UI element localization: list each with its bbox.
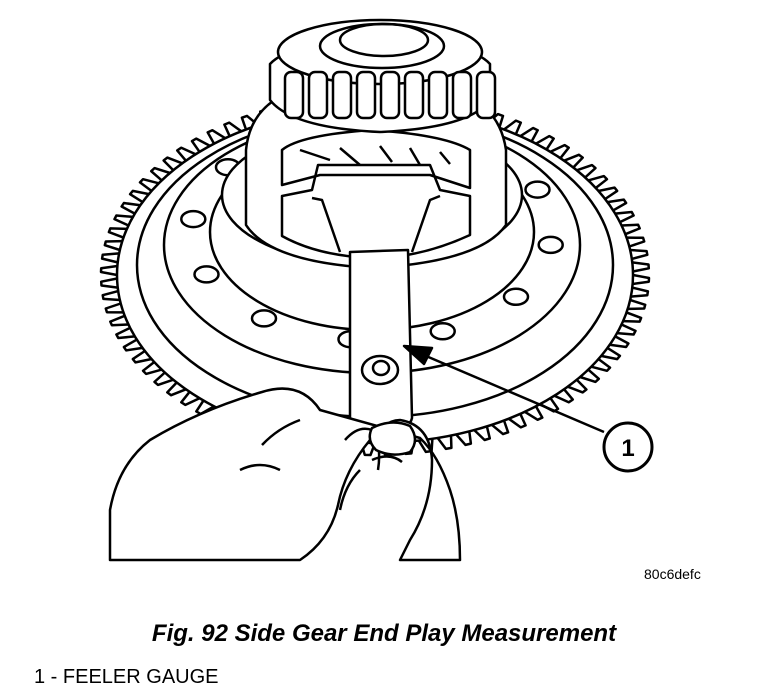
feeler-gauge-pivot: [360, 354, 400, 386]
gear-tooth: [109, 314, 129, 327]
side-gear-illustration: 1: [99, 18, 654, 562]
gear-tooth: [175, 146, 197, 162]
gear-tooth: [436, 435, 453, 451]
gear-tooth: [621, 223, 641, 236]
gear-tooth: [626, 236, 646, 248]
bearing-roller: [475, 70, 497, 120]
thumbnail: [368, 421, 417, 456]
figure-code: 80c6defc: [644, 566, 701, 582]
gear-tooth: [576, 163, 597, 179]
bearing-rollers: [283, 70, 497, 120]
bolt-hole: [180, 209, 207, 229]
gear-tooth: [101, 289, 120, 302]
feeler-gauge-blade: [348, 248, 414, 432]
bearing-roller: [451, 70, 473, 120]
bearing-roller: [403, 70, 425, 120]
gear-tooth: [149, 166, 171, 182]
gear-tooth: [623, 311, 643, 323]
callout-circle: [602, 421, 654, 473]
gear-tooth: [99, 264, 118, 277]
gear-tooth: [100, 252, 120, 264]
gear-tooth: [535, 134, 555, 151]
bolt-hole: [537, 235, 564, 255]
bearing-roller: [283, 70, 305, 120]
gear-tooth: [99, 277, 118, 289]
legend-item-1: 1 - FEELER GAUGE: [34, 666, 219, 688]
gear-tooth: [107, 227, 127, 239]
gear-tooth: [153, 371, 174, 387]
gear-tooth: [549, 143, 570, 159]
bolt-hole: [502, 287, 530, 307]
gear-tooth: [632, 261, 651, 273]
bolt-hole: [524, 180, 551, 199]
gear-tooth: [630, 286, 650, 298]
bearing-roller: [379, 70, 401, 120]
gear-tooth: [190, 137, 211, 153]
bolt-hole: [250, 309, 278, 328]
gear-tooth: [567, 378, 588, 394]
case-slot: [311, 194, 441, 253]
gear-tooth: [104, 302, 124, 314]
bearing-bore: [338, 22, 430, 58]
gear-tooth: [166, 381, 187, 397]
figure-caption: Fig. 92 Side Gear End Play Measurement: [151, 620, 617, 647]
callout-arrowhead: [402, 344, 434, 366]
gear-tooth: [162, 156, 183, 172]
bearing-roller: [427, 70, 449, 120]
bolt-hole: [193, 265, 220, 284]
bearing-roller: [307, 70, 329, 120]
gear-tooth: [553, 388, 575, 404]
bolt-hole: [429, 322, 456, 341]
callout-1: 1: [602, 421, 654, 473]
gear-tooth: [630, 248, 649, 261]
callout-number: 1: [621, 435, 634, 462]
side-gear-teeth-inner: [299, 145, 451, 166]
gear-tooth: [103, 239, 123, 252]
gear-tooth: [632, 273, 651, 286]
gear-tooth: [579, 368, 601, 384]
bearing-roller: [355, 70, 377, 120]
gear-tooth: [563, 153, 584, 169]
bearing-roller: [331, 70, 353, 120]
callout-leader-line: [411, 348, 605, 434]
gear-tooth: [180, 391, 201, 407]
gear-tooth: [627, 298, 647, 311]
feeler-gauge-pivot-center: [371, 359, 391, 377]
